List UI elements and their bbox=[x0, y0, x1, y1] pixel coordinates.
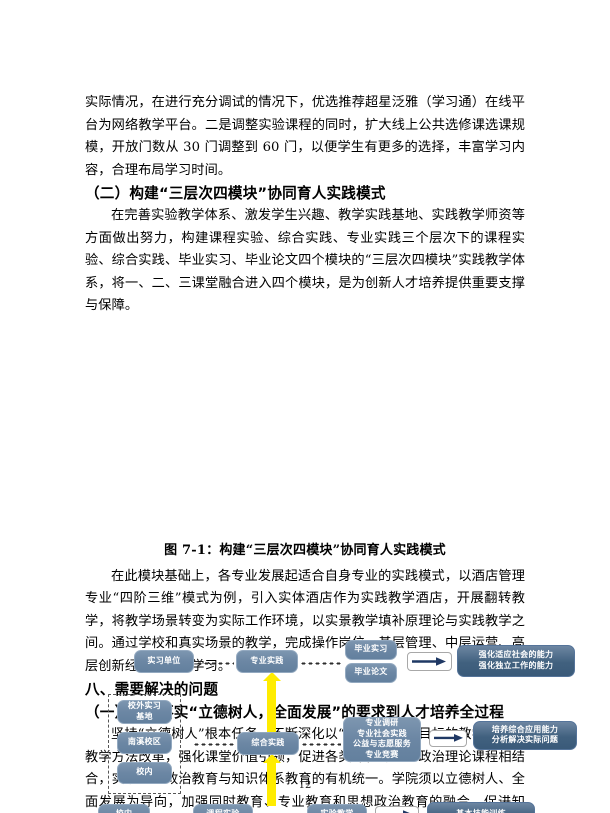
arrow-icon-to-outcome-middle bbox=[429, 729, 467, 747]
node-professional-activities: 专业调研 专业社会实践 公益与志愿服务 专业竞赛 bbox=[343, 716, 421, 762]
node-on-campus-bottom: 校内 bbox=[98, 803, 150, 813]
paragraph-hotel-management: 在此模块基础上，各专业发展起适合自身专业的实践模式，以酒店管理专业“四阶三维”模… bbox=[85, 568, 525, 674]
paragraph-network-platform: 实际情况，在进行充分调试的情况下，优选推荐超星泛雅（学习通）在线平台为网络教学平… bbox=[85, 95, 525, 178]
node-off-campus-base: 校外实习 基地 bbox=[117, 699, 172, 724]
node-nanxi-campus: 南溪校区 bbox=[117, 731, 172, 754]
node-outcome-basic-skill-training: 基本技能训练 bbox=[427, 801, 535, 813]
figure-7-1-diagram: 实习单位 专业实践 毕业实习 毕业论文 强化适应社会的能力 强化独立工作的能力 … bbox=[85, 332, 577, 813]
yellow-arrow-up-comprehensive-to-professional bbox=[267, 679, 276, 732]
page-number: 12 bbox=[298, 780, 312, 791]
figure-caption: 图 7-1：构建“三层次四模块”协同育人实践模式 bbox=[164, 542, 446, 558]
node-outcome-comprehensive-ability: 培养综合应用能力 分析解决实际问题 bbox=[473, 720, 577, 750]
node-graduation-internship: 毕业实习 bbox=[345, 639, 397, 660]
arrow-icon-to-outcome-bottom bbox=[375, 805, 419, 813]
connector-practice-unit-to-professional bbox=[196, 661, 234, 665]
yellow-arrow-up-course-to-comprehensive bbox=[267, 761, 276, 806]
node-practice-unit: 实习单位 bbox=[134, 649, 194, 673]
campus-resources-group bbox=[108, 693, 181, 794]
connector-professional-to-graduation bbox=[300, 661, 343, 665]
node-comprehensive-practice: 综合实践 bbox=[237, 731, 299, 755]
node-outcome-social-ability: 强化适应社会的能力 强化独立工作的能力 bbox=[457, 644, 575, 677]
node-graduation-thesis: 毕业论文 bbox=[345, 662, 397, 683]
paragraph-practice-system: 在完善实验教学体系、激发学生兴趣、教学实践基地、实践教学师资等方面做出努力，构建… bbox=[85, 208, 525, 313]
page-content: 实际情况，在进行充分调试的情况下，优选推荐超星泛雅（学习通）在线平台为网络教学平… bbox=[85, 92, 577, 813]
node-on-campus-group: 校内 bbox=[117, 761, 172, 784]
node-course-experiment: 课程实验 bbox=[193, 803, 253, 813]
node-experimental-teaching: 实验教学 bbox=[307, 803, 367, 813]
arrow-icon-to-outcome-top bbox=[407, 651, 452, 671]
node-professional-practice: 专业实践 bbox=[236, 649, 298, 673]
connector-campus-group-to-comprehensive bbox=[193, 742, 235, 746]
heading-section-two: （二）构建“三层次四模块”协同育人实践模式 bbox=[85, 185, 386, 202]
connector-comprehensive-to-activities bbox=[301, 742, 341, 746]
